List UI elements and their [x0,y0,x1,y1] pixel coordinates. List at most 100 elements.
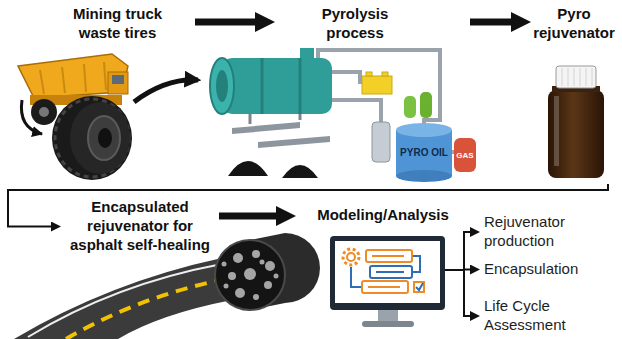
waste-tire [52,96,132,180]
tire-tread [52,96,132,180]
drum-door [216,70,228,102]
check-mark [416,283,423,290]
output-item: Rejuvenator production [480,212,616,252]
green-tank [404,96,416,118]
pipe [332,100,381,122]
pyrolysis-plant [210,48,476,182]
gear-icon [343,249,359,265]
capsule [222,262,227,267]
green-tank [420,92,432,118]
monitor-neck [378,310,398,322]
rejuvenator-bottle [548,66,604,178]
flow-box-line [376,271,404,273]
stage-heading: Pyro rejuvenator [531,4,617,184]
tread-pattern [55,99,129,177]
capsule [244,268,256,280]
carbon-black-pile [228,161,268,176]
monitor-screen [335,241,440,303]
curved-arrow [134,80,198,102]
flow-arrow [470,19,519,26]
capsule [252,250,260,258]
road-edge-line [28,264,222,337]
wheel-hub [39,107,49,117]
truck-cab [108,72,128,94]
flow-line [351,267,362,287]
capsule [228,272,236,280]
core-face [215,240,285,310]
capsule [253,294,259,300]
heading-text: Encapsulated rejuvenator for asphalt sel… [61,197,219,254]
branch-stub [445,269,458,271]
tire-hub [98,128,112,148]
pyrolysis-drum [222,58,332,114]
output-item: Life Cycle Assessment [480,296,616,336]
flow-box [366,250,412,262]
heading-text: Mining truck waste tires [58,4,178,42]
drum-band [262,58,300,114]
capsule [265,261,275,271]
yellow-unit [362,76,392,94]
conveyor-tray [258,136,330,148]
cab-window [112,75,124,84]
capsule [233,253,243,263]
cap-rib [562,68,592,86]
oil-tank-top [396,123,452,137]
flow-arrow [458,270,474,316]
heading-text: Pyro rejuvenator [531,4,617,42]
drum-end [210,58,234,114]
gear-icon [347,253,355,261]
monitor-base [362,321,414,327]
capsules [222,250,279,300]
capsule [235,288,245,298]
tank-label: PYRO OIL [396,146,452,159]
bottle-highlight [554,96,559,166]
capsule [274,274,279,279]
computer-monitor [330,236,445,327]
bottle-body [548,90,604,178]
yellow-unit-stud [366,72,372,76]
asphalt-core [215,233,320,310]
drum-support [250,114,300,124]
item-text: Encapsulation [484,259,616,278]
truck-bed [18,54,128,98]
bottle-cap [556,66,596,88]
flow-box [362,281,408,293]
flow-arrow [195,19,263,26]
tire-rim [88,116,120,160]
yellow-unit-stud [382,72,388,76]
pipe [332,72,360,84]
heading-text: Pyrolysis process [295,4,415,42]
output-item: Encapsulation [480,259,616,280]
stage-heading: Mining truck waste tires [40,4,195,44]
item-text: Rejuvenator production [484,212,616,250]
flow-box-line [372,255,404,257]
capsule [224,284,229,289]
flow-box-line [368,286,400,288]
item-text: Life Cycle Assessment [484,296,616,334]
monitor-frame [330,236,445,310]
bed-rib [40,62,106,94]
gray-tank [372,122,390,162]
conveyor-tray [232,122,300,134]
curved-arrow [21,100,42,134]
road-surface [14,258,232,339]
tire-wall [70,102,130,174]
tank-label: GAS [454,150,476,161]
truck-wheel [31,99,57,125]
stage-heading: Pyrolysis process [275,4,470,44]
capsule [260,260,265,265]
flow-line [412,256,420,272]
flow-arrow [458,232,474,270]
stage-heading: Encapsulated rejuvenator for asphalt sel… [61,197,219,256]
road-center-line [66,279,226,339]
heading-text: Modeling/Analysis [308,205,458,224]
stage-heading: Modeling/Analysis [296,205,458,337]
flow-box [370,266,412,278]
check-box [414,282,424,292]
carbon-black-pile [282,165,318,178]
flow-arrow [219,213,284,220]
